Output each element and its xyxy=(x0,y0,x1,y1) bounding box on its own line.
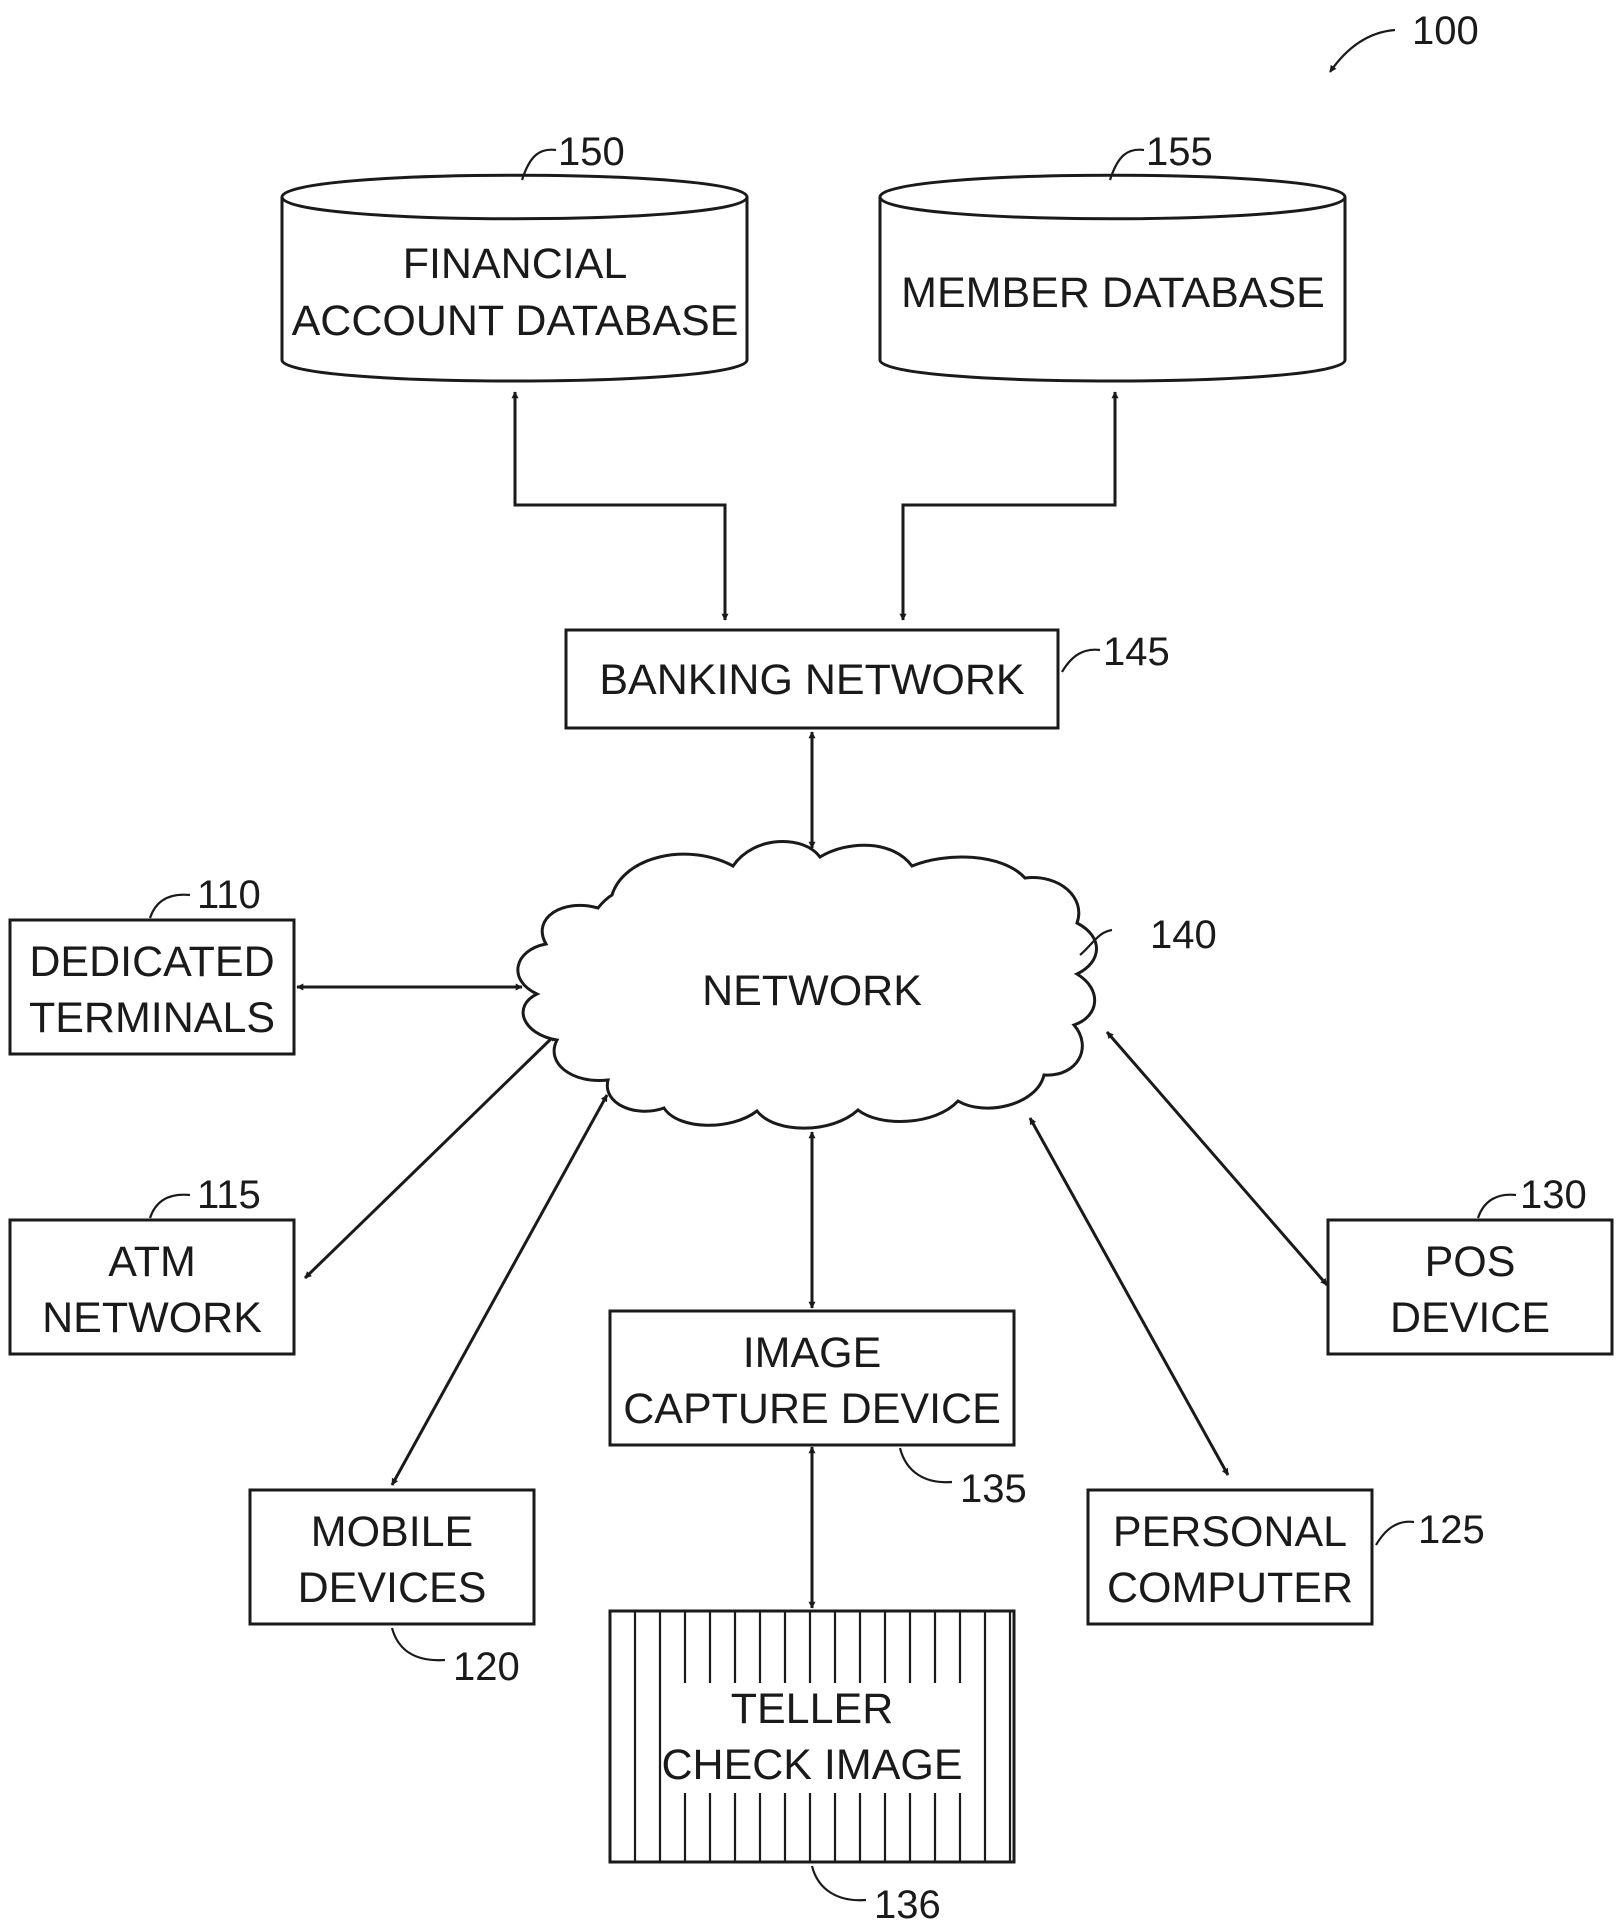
image-capture-leader xyxy=(900,1448,952,1482)
member-db-ref: 155 xyxy=(1146,130,1213,174)
image-capture-label-1: IMAGE xyxy=(743,1329,882,1377)
mobile-devices-label-2: DEVICES xyxy=(298,1564,487,1612)
banking-network: BANKING NETWORK 145 xyxy=(566,630,1170,728)
personal-computer-ref: 125 xyxy=(1418,1508,1485,1552)
pos-device-label-2: DEVICE xyxy=(1390,1294,1550,1342)
teller-check-leader xyxy=(812,1866,866,1900)
pos-device: POS DEVICE 130 xyxy=(1328,1173,1612,1354)
mobile-devices-label-1: MOBILE xyxy=(311,1508,474,1556)
atm-network: ATM NETWORK 115 xyxy=(10,1173,294,1354)
dedicated-terminals-ref: 110 xyxy=(197,873,261,917)
teller-check-ref: 136 xyxy=(874,1883,941,1927)
figure-ref-number: 100 xyxy=(1412,9,1479,53)
dedicated-terminals-label-1: DEDICATED xyxy=(29,938,274,986)
dedicated-terminals: DEDICATED TERMINALS 110 xyxy=(10,873,294,1054)
banking-network-label: BANKING NETWORK xyxy=(599,656,1025,704)
dedicated-terminals-label-2: TERMINALS xyxy=(29,994,275,1042)
personal-computer-label-2: COMPUTER xyxy=(1107,1564,1353,1612)
teller-check-image: TELLER CHECK IMAGE 136 xyxy=(610,1611,1014,1927)
image-capture-ref: 135 xyxy=(960,1467,1027,1511)
atm-network-label-1: ATM xyxy=(108,1238,196,1286)
financial-db-label-1: FINANCIAL xyxy=(403,240,628,288)
personal-computer-label-1: PERSONAL xyxy=(1113,1508,1347,1556)
personal-computer: PERSONAL COMPUTER 125 xyxy=(1088,1490,1485,1624)
atm-network-leader xyxy=(150,1195,190,1218)
connector-network-atm xyxy=(305,1035,555,1278)
teller-check-label-2: CHECK IMAGE xyxy=(661,1741,962,1789)
teller-check-label-1: TELLER xyxy=(731,1685,894,1733)
atm-network-ref: 115 xyxy=(197,1173,261,1217)
banking-network-leader xyxy=(1062,650,1100,672)
financial-db-label-2: ACCOUNT DATABASE xyxy=(292,297,739,345)
personal-computer-leader xyxy=(1376,1522,1414,1545)
pos-device-leader xyxy=(1478,1195,1516,1218)
connector-banking-financial-db xyxy=(515,392,725,620)
mobile-devices-leader xyxy=(392,1628,445,1660)
dedicated-terminals-leader xyxy=(150,895,190,918)
network-cloud: NETWORK 140 xyxy=(518,841,1217,1128)
connector-banking-member-db xyxy=(903,392,1115,620)
financial-db-ref: 150 xyxy=(558,130,625,174)
figure-ref: 100 xyxy=(1330,9,1479,72)
connector-network-pos xyxy=(1107,1032,1327,1285)
banking-network-ref: 145 xyxy=(1103,630,1170,674)
member-db-label: MEMBER DATABASE xyxy=(901,269,1325,317)
network-label: NETWORK xyxy=(702,967,922,1015)
network-ref: 140 xyxy=(1150,913,1217,957)
pos-device-ref: 130 xyxy=(1520,1173,1587,1217)
figure-ref-arrow xyxy=(1330,30,1395,72)
connector-network-mobile xyxy=(392,1095,607,1485)
connector-network-personal-computer xyxy=(1030,1118,1228,1475)
image-capture-device: IMAGE CAPTURE DEVICE 135 xyxy=(610,1311,1027,1511)
financial-account-database: FINANCIAL ACCOUNT DATABASE 150 xyxy=(282,130,747,381)
mobile-devices: MOBILE DEVICES 120 xyxy=(250,1490,534,1689)
member-database: MEMBER DATABASE 155 xyxy=(880,130,1345,381)
atm-network-label-2: NETWORK xyxy=(42,1294,262,1342)
image-capture-label-2: CAPTURE DEVICE xyxy=(623,1385,1001,1433)
mobile-devices-ref: 120 xyxy=(453,1645,520,1689)
pos-device-label-1: POS xyxy=(1425,1238,1516,1286)
